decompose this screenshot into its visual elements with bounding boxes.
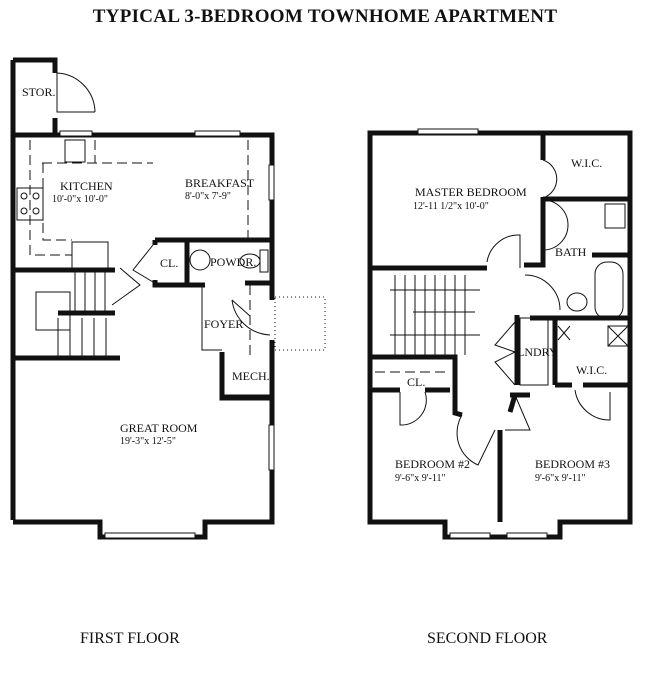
first-floor-label: FIRST FLOOR xyxy=(80,630,180,647)
stairs xyxy=(390,275,480,355)
kitchen-counter xyxy=(29,140,153,256)
room-size-breakfast: 8'-0"x 7'-9" xyxy=(185,191,231,202)
room-size-bedroom-3: 9'-6"x 9'-11" xyxy=(535,473,586,484)
room-label-great-room: GREAT ROOM xyxy=(120,421,198,435)
bedroom-walls xyxy=(370,387,530,522)
plan-title: TYPICAL 3-BEDROOM TOWNHOME APARTMENT xyxy=(92,6,558,27)
entry-porch-pad xyxy=(274,296,326,351)
room-label-breakfast: BREAKFAST xyxy=(185,176,255,190)
room-label-storage: STOR. xyxy=(22,85,55,99)
first-floor-outer-walls xyxy=(13,132,275,540)
bath-door xyxy=(524,274,561,311)
stairs xyxy=(35,270,107,358)
wic-door xyxy=(574,389,611,421)
stair-walls xyxy=(13,267,120,361)
window xyxy=(268,164,275,201)
second-floor-label: SECOND FLOOR xyxy=(427,630,548,647)
window xyxy=(268,424,275,471)
closet-powder-walls xyxy=(152,237,270,288)
mech-walls xyxy=(219,352,270,401)
room-label-laundry: LNDRY xyxy=(517,345,558,359)
room-label-kitchen: KITCHEN xyxy=(60,179,113,193)
room-label-wic-master: W.I.C. xyxy=(571,156,602,170)
toilet xyxy=(566,292,588,312)
window xyxy=(59,130,93,137)
bedroom-3-door xyxy=(505,394,531,431)
window xyxy=(194,130,241,137)
laundry-walls xyxy=(514,315,630,388)
second-floor-outer-walls xyxy=(367,130,633,540)
window xyxy=(506,532,548,539)
bathtub xyxy=(594,261,624,320)
storage-door xyxy=(56,72,96,113)
closet-door xyxy=(399,391,427,426)
laundry-machines xyxy=(519,317,549,386)
room-label-bath: BATH xyxy=(555,245,587,259)
room-label-wic-2: W.I.C. xyxy=(576,363,607,377)
window xyxy=(417,128,479,135)
first-floor-plan xyxy=(10,57,326,540)
second-floor-plan xyxy=(367,128,633,540)
room-label-mech: MECH. xyxy=(232,369,270,383)
closet-door xyxy=(132,244,154,283)
room-label-closet-2: CL. xyxy=(407,375,425,389)
laundry-door xyxy=(494,321,517,386)
stove xyxy=(16,187,44,221)
room-label-bedroom-3: BEDROOM #3 xyxy=(535,457,610,471)
window xyxy=(104,532,196,539)
room-label-master-bedroom: MASTER BEDROOM xyxy=(415,185,527,199)
room-size-master-bedroom: 12'-11 1/2"x 10'-0" xyxy=(413,201,489,212)
master-walls xyxy=(370,133,630,271)
foyer-door xyxy=(231,299,271,336)
room-size-great-room: 19'-3"x 12'-5" xyxy=(120,436,176,447)
room-size-kitchen: 10'-0"x 10'-0" xyxy=(52,194,108,205)
stair-hall-walls xyxy=(370,354,463,418)
room-label-powder: POWDR. xyxy=(210,255,256,269)
storage-walls xyxy=(10,57,58,520)
kitchen-sink xyxy=(64,139,86,163)
room-label-bedroom-2: BEDROOM #2 xyxy=(395,457,470,471)
powder-sink xyxy=(189,249,211,271)
master-door xyxy=(486,159,569,268)
bedroom-2-door xyxy=(456,414,496,466)
toilet xyxy=(259,249,269,273)
refrigerator xyxy=(71,241,109,269)
hvac-chase xyxy=(607,325,629,347)
stair-door xyxy=(111,267,141,306)
bath-sink xyxy=(604,203,626,229)
room-label-foyer: FOYER xyxy=(204,317,243,331)
room-label-closet: CL. xyxy=(160,256,178,270)
room-size-bedroom-2: 9'-6"x 9'-11" xyxy=(395,473,446,484)
window xyxy=(449,532,491,539)
